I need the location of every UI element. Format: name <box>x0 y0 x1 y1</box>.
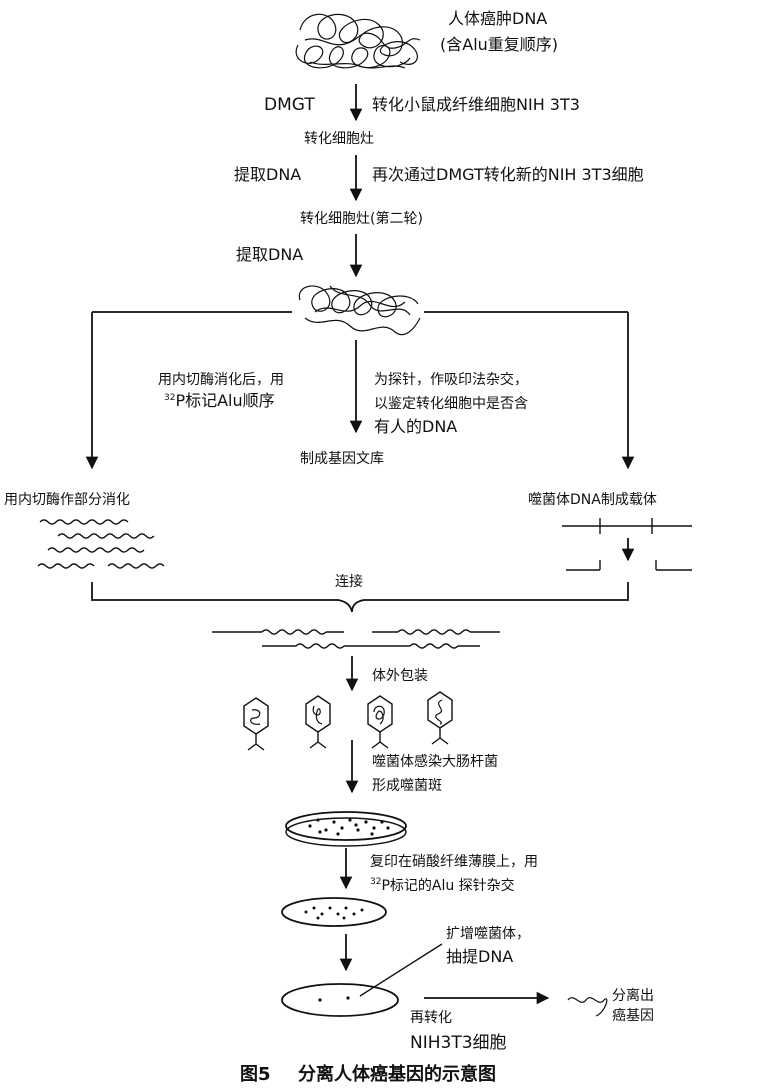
center-right-line1: 为探针，作吸印法杂交， <box>374 371 528 388</box>
amplify-line1: 扩增噬菌体， <box>446 926 530 942</box>
center-left-line2: 32P标记Alu顺序 <box>164 391 275 410</box>
phage-particles-icon <box>243 691 453 751</box>
ligation-label: 连接 <box>335 573 363 590</box>
replica-line2: 32P标记的Alu 探针杂交 <box>370 877 515 894</box>
center-left-line1: 用内切酶消化后，用 <box>158 372 284 388</box>
retransform-label: 再次通过DMGT转化新的NIH 3T3细胞 <box>372 165 644 184</box>
vector-arms-icon <box>562 518 692 571</box>
center-right-line2: 以鉴定转化细胞中是否含 <box>374 396 528 412</box>
transform-nih3t3-label: 转化小鼠成纤维细胞NIH 3T3 <box>372 95 580 114</box>
gene-library-label: 制成基因文库 <box>300 450 384 467</box>
isolated-line2: 癌基因 <box>612 1007 654 1024</box>
extract-dna-label-1: 提取DNA <box>234 165 301 184</box>
source-dna-label: 人体癌肿DNA <box>448 9 547 28</box>
petri-dish-plaques-icon <box>285 811 407 847</box>
ligation-bracket-right <box>351 582 629 613</box>
isolated-line1: 分离出 <box>612 987 654 1004</box>
dmgt-label: DMGT <box>264 95 315 115</box>
transformed-focus-label: 转化细胞灶 <box>304 131 374 147</box>
amplify-pointer-line <box>359 943 443 997</box>
dna-fragments-icon <box>37 519 165 569</box>
infection-line1: 噬菌体感染大肠杆菌 <box>372 753 498 770</box>
nitrocellulose-membrane-icon <box>281 897 387 927</box>
retransform-line2: NIH3T3细胞 <box>410 1033 507 1053</box>
center-left-text: P标记Alu顺序 <box>175 391 274 410</box>
replica-line1: 复印在硝酸纤维薄膜上，用 <box>370 853 538 870</box>
alu-note-label: (含Alu重复顺序) <box>440 35 558 54</box>
ligation-bracket-left <box>91 582 353 613</box>
retransform-line1: 再转化 <box>410 1010 452 1026</box>
figure-number: 图5 <box>240 1064 271 1085</box>
extract-dna-label-2: 提取DNA <box>236 245 303 264</box>
figure-title: 分离人体癌基因的示意图 <box>298 1063 496 1085</box>
packaging-label: 体外包装 <box>372 668 428 684</box>
recombinant-dna-icon <box>212 629 500 649</box>
infection-line2: 形成噬菌斑 <box>372 778 442 794</box>
center-left-sup: 32 <box>164 393 175 403</box>
tumor-dna-tangle-icon <box>295 13 421 69</box>
extracted-dna-tangle-icon <box>298 285 421 336</box>
replica-text: P标记的Alu 探针杂交 <box>381 877 514 894</box>
replica-sup: 32 <box>370 877 381 887</box>
selected-plaque-dish-icon <box>281 983 399 1017</box>
phage-vector-label: 噬菌体DNA制成载体 <box>528 492 657 508</box>
partial-digest-label: 用内切酶作部分消化 <box>4 492 130 508</box>
oncogene-fragment-icon <box>567 997 608 1017</box>
amplify-line2: 抽提DNA <box>446 947 513 966</box>
center-right-line3: 有人的DNA <box>374 417 457 436</box>
second-round-focus-label: 转化细胞灶(第二轮) <box>300 210 423 227</box>
